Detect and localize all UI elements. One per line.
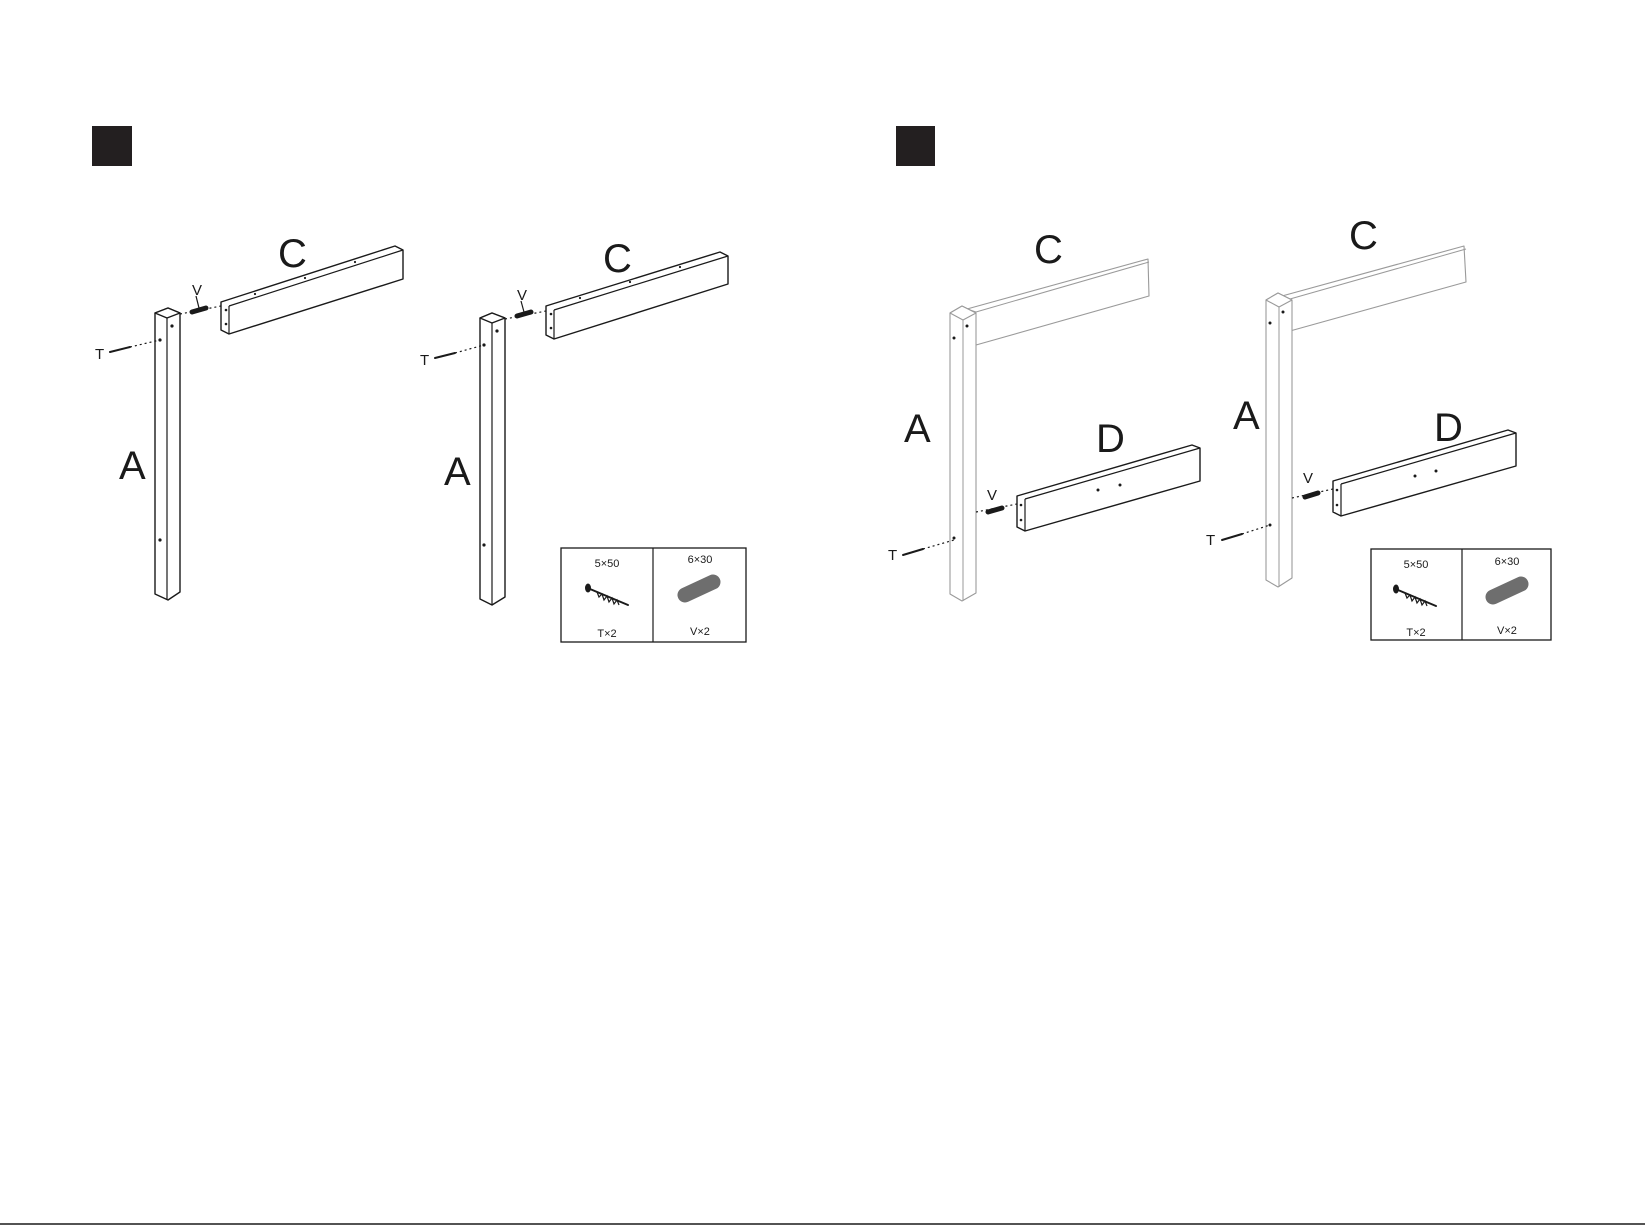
hardware-size: 6×30 xyxy=(1495,556,1520,568)
label-a: A xyxy=(444,450,471,494)
post-a xyxy=(155,308,180,600)
rail-c xyxy=(221,246,403,334)
label-c: C xyxy=(603,237,632,281)
screw-t xyxy=(1222,534,1242,540)
label-a: A xyxy=(119,444,146,488)
screw-t xyxy=(435,353,455,358)
hardware-size: 5×50 xyxy=(595,558,620,570)
step-2-number-box xyxy=(896,126,935,166)
dowel-v xyxy=(192,308,206,312)
hardware-size: 5×50 xyxy=(1404,559,1429,571)
label-t: T xyxy=(888,547,897,564)
dowel-v xyxy=(988,508,1002,512)
label-v: V xyxy=(192,282,202,299)
label-v: V xyxy=(517,287,527,304)
label-c: C xyxy=(1034,228,1063,272)
label-v: V xyxy=(1303,470,1313,487)
step-2-panel-2: C A D T V xyxy=(1206,214,1516,587)
screw-t xyxy=(110,347,130,352)
screw-t xyxy=(903,549,923,555)
label-c: C xyxy=(1349,214,1378,258)
label-t: T xyxy=(95,346,104,363)
label-t: T xyxy=(420,352,429,369)
hardware-qty: V×2 xyxy=(1497,625,1517,637)
label-a: A xyxy=(1233,394,1260,438)
step-2-panel-1: C A D T V xyxy=(888,228,1200,601)
rail-c xyxy=(1282,246,1466,331)
dowel-v xyxy=(517,312,531,316)
label-t: T xyxy=(1206,532,1215,549)
label-d: D xyxy=(1434,406,1463,450)
hardware-qty: T×2 xyxy=(597,628,616,640)
post-a xyxy=(950,306,976,601)
hardware-box: 5×50 T×2 6×30 V×2 xyxy=(1371,549,1551,640)
label-v: V xyxy=(987,487,997,504)
label-d: D xyxy=(1096,417,1125,461)
dowel-v xyxy=(1305,493,1318,497)
hardware-qty: T×2 xyxy=(1406,627,1425,639)
step-1-number-box xyxy=(92,126,132,166)
hardware-qty: V×2 xyxy=(690,626,710,638)
label-a: A xyxy=(904,407,931,451)
rail-c xyxy=(546,252,728,339)
label-c: C xyxy=(278,232,307,276)
post-a xyxy=(1266,293,1292,587)
post-a xyxy=(480,313,505,605)
rail-d xyxy=(1333,430,1516,516)
step-1-panel-1: C A T V xyxy=(95,232,403,600)
hardware-size: 6×30 xyxy=(688,554,713,566)
hardware-box: 5×50 T×2 6×30 V×2 xyxy=(561,548,746,642)
